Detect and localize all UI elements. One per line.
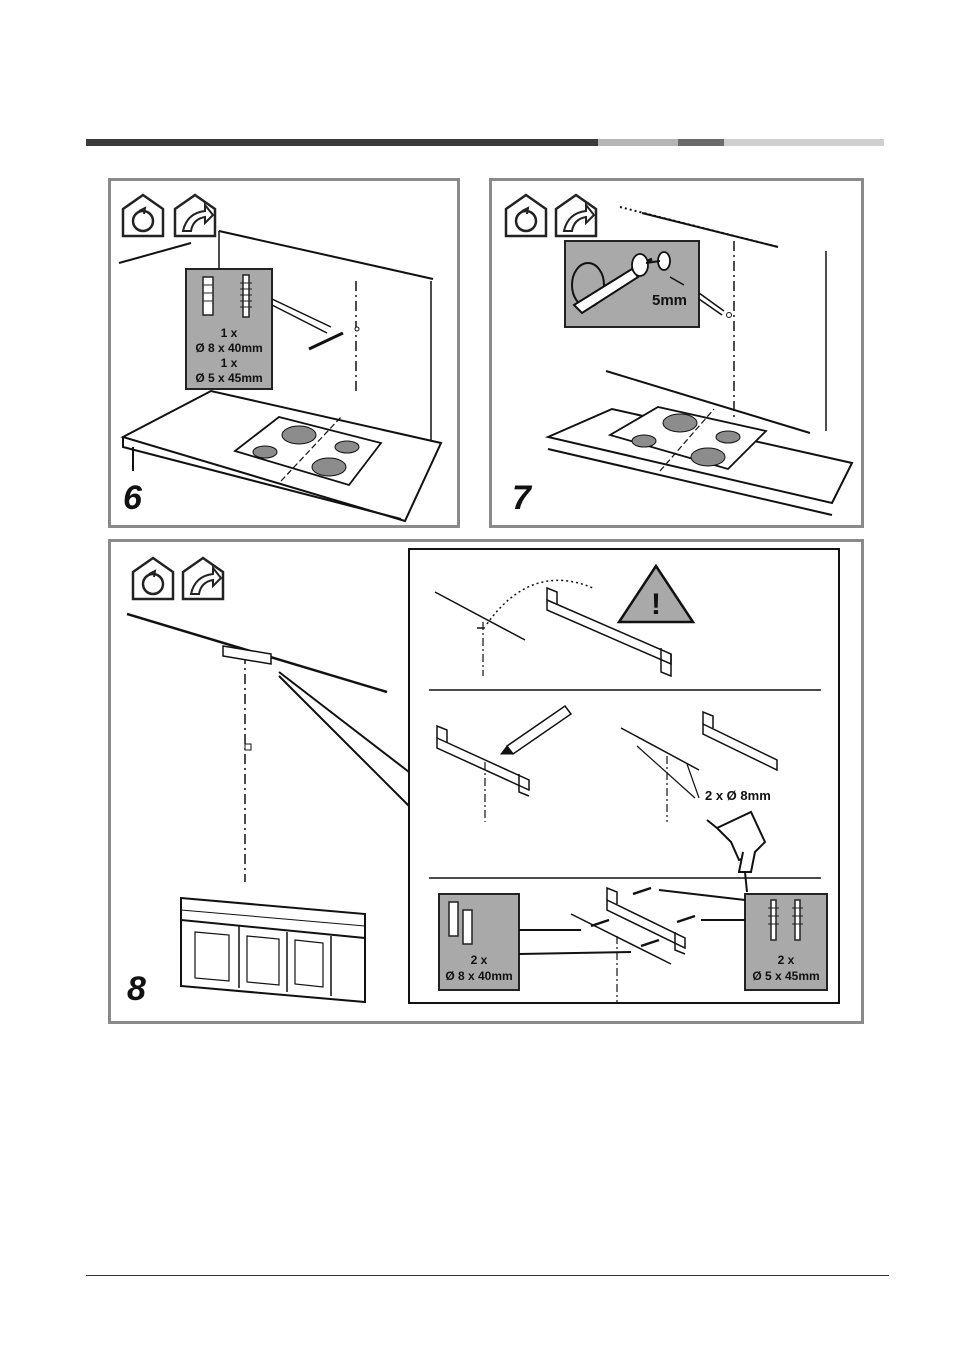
warning-mark: !	[651, 588, 661, 621]
fixing-line: 1 x	[221, 356, 238, 370]
screw-head-icon	[631, 251, 671, 277]
drill-icon	[706, 810, 767, 893]
fixing-line: Ø 8 x 40mm	[195, 341, 262, 355]
warning-triangle-icon: !	[616, 563, 696, 624]
step-number: 6	[123, 479, 142, 517]
gap-label: 5mm	[652, 292, 687, 309]
screw-icon	[240, 274, 252, 318]
bracket-icon	[702, 710, 778, 772]
extraction-house-icon	[173, 193, 217, 238]
extraction-house-icon	[554, 193, 598, 238]
plugs-line: Ø 8 x 40mm	[445, 969, 512, 983]
wall-plug-icon	[202, 276, 214, 316]
extraction-house-icon	[181, 556, 225, 601]
fixing-line: Ø 5 x 45mm	[195, 371, 262, 385]
bracket-with-pencil	[436, 704, 573, 822]
screw-icon	[768, 899, 803, 941]
bracket-icon	[606, 886, 686, 955]
fixing-line: 1 x	[221, 326, 238, 340]
recirculation-house-icon	[121, 193, 165, 238]
step-8-panel: ! 2 x Ø 8mm	[108, 539, 864, 1024]
step-6-illustration: 1 x Ø 8 x 40mm 1 x Ø 5 x 45mm	[118, 193, 443, 523]
step-number: 8	[127, 970, 146, 1008]
header-bar-segment	[86, 139, 598, 146]
screws-line: Ø 5 x 45mm	[752, 969, 819, 983]
recirculation-house-icon	[504, 193, 548, 238]
recirculation-house-icon	[131, 556, 175, 601]
step-7-panel: 5mm 7	[489, 178, 864, 528]
wall-plug-icon	[448, 901, 473, 945]
screws-line: 2 x	[778, 953, 795, 967]
pencil-icon	[500, 704, 573, 756]
header-bar-segment	[598, 139, 678, 146]
drill-label: 2 x Ø 8mm	[705, 788, 771, 803]
bracket-icon	[546, 586, 672, 678]
header-bar-segment	[678, 139, 724, 146]
header-bar-segment	[724, 139, 884, 146]
step-number: 7	[512, 479, 531, 517]
step-8-illustration: ! 2 x Ø 8mm	[126, 548, 840, 1004]
step-7-illustration: 5mm	[504, 193, 854, 516]
plugs-line: 2 x	[471, 953, 488, 967]
footer-rule	[86, 1275, 889, 1276]
step-6-panel: 1 x Ø 8 x 40mm 1 x Ø 5 x 45mm 6	[108, 178, 460, 528]
